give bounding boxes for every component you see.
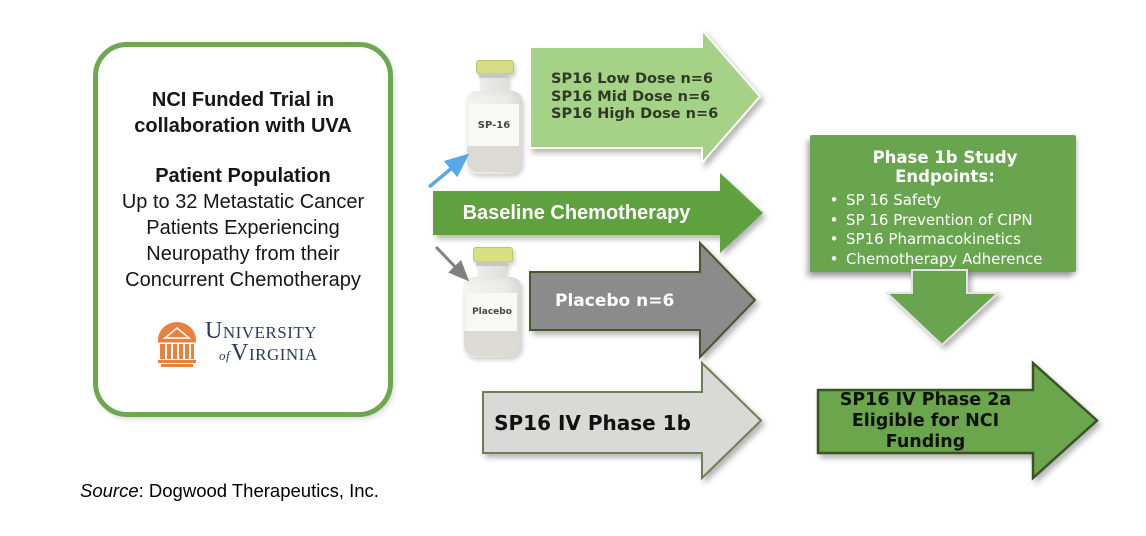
placebo-arrow-shape [529, 240, 757, 360]
gray-pointer-arrow-icon [431, 240, 479, 293]
bullet-item: • SP 16 Prevention of CIPN [822, 211, 1068, 231]
phase2a-arrow-shape [816, 360, 1099, 481]
trial-title: NCI Funded Trial in collaboration with U… [134, 89, 352, 137]
down-arrow-shape [884, 269, 1001, 347]
sp16-vial-image: SP-16 [466, 60, 522, 174]
patient-population-text: Up to 32 Metastatic Cancer Patients Expe… [121, 191, 365, 291]
down-arrow-icon [884, 269, 1001, 352]
blue-pointer-arrow-icon [424, 148, 474, 199]
phase2a-line2: Eligible for NCI Funding [851, 411, 1000, 452]
dose-line-low: SP16 Low Dose n=6 [551, 71, 714, 88]
trial-info-card: NCI Funded Trial in collaboration with U… [93, 42, 393, 417]
source-prefix: Source [80, 480, 139, 501]
bullet-label: SP 16 Prevention of CIPN [846, 210, 1033, 229]
baseline-chemo-arrow: Baseline Chemotherapy [433, 173, 763, 253]
placebo-arrow: Placebo n=6 [529, 240, 757, 360]
endpoints-box: Phase 1b Study Endpoints: • SP 16 Safety… [810, 135, 1076, 272]
source-text: : Dogwood Therapeutics, Inc. [138, 480, 379, 501]
bullet-icon: • [829, 210, 839, 229]
phase1b-arrow-shape [482, 360, 763, 481]
placebo-arrow-label: Placebo n=6 [555, 291, 675, 311]
patient-population-heading: Patient Population [155, 165, 331, 187]
rotunda-icon [155, 319, 199, 371]
endpoints-title: Phase 1b Study Endpoints: [872, 148, 1018, 186]
phase2a-line1: SP16 IV Phase 2a [839, 390, 1012, 410]
phase1b-arrow: SP16 IV Phase 1b [482, 360, 763, 481]
sp16-dose-arrow-shape [529, 27, 762, 166]
uva-logo-line2: ofVirginia [219, 341, 318, 365]
bullet-label: SP 16 Safety [846, 191, 942, 209]
phase1b-arrow-label: SP16 IV Phase 1b [494, 410, 691, 435]
bullet-item: • SP16 Pharmacokinetics [822, 230, 1068, 250]
uva-logo-line1: University [205, 318, 318, 344]
uva-logo: University ofVirginia [155, 319, 345, 371]
dose-line-high: SP16 High Dose n=6 [551, 106, 719, 123]
uva-logo-of: of [219, 348, 231, 363]
baseline-chemo-label: Baseline Chemotherapy [462, 201, 691, 224]
bullet-icon: • [829, 249, 839, 268]
dose-line-mid: SP16 Mid Dose n=6 [551, 88, 711, 105]
phase2a-arrow-label: SP16 IV Phase 2a Eligible for NCI Fundin… [818, 390, 1033, 453]
bullet-item: • Chemotherapy Adherence [822, 250, 1068, 270]
bullet-label: SP16 Pharmacokinetics [846, 230, 1021, 248]
bullet-label: Chemotherapy Adherence [846, 249, 1043, 268]
source-note: Source: Dogwood Therapeutics, Inc. [80, 480, 379, 502]
baseline-chemo-arrow-shape [433, 173, 763, 253]
placebo-vial-label: Placebo [467, 293, 517, 331]
sp16-vial-label: SP-16 [469, 104, 519, 146]
uva-logo-text: University ofVirginia [205, 319, 318, 371]
bullet-icon: • [829, 191, 839, 209]
sp16-vial-cap [476, 60, 514, 74]
bullet-icon: • [829, 230, 839, 248]
sp16-dose-lines: SP16 Low Dose n=6 SP16 Mid Dose n=6 SP16… [551, 47, 718, 148]
bullet-item: • SP 16 Safety [822, 191, 1068, 211]
phase2a-arrow: SP16 IV Phase 2a Eligible for NCI Fundin… [816, 360, 1099, 481]
uva-logo-virginia: Virginia [231, 340, 318, 366]
endpoints-bullet-list: • SP 16 Safety • SP 16 Prevention of CIP… [822, 191, 1068, 269]
sp16-dose-arrow: SP16 Low Dose n=6 SP16 Mid Dose n=6 SP16… [529, 27, 762, 166]
placebo-vial-image: Placebo [463, 247, 521, 357]
